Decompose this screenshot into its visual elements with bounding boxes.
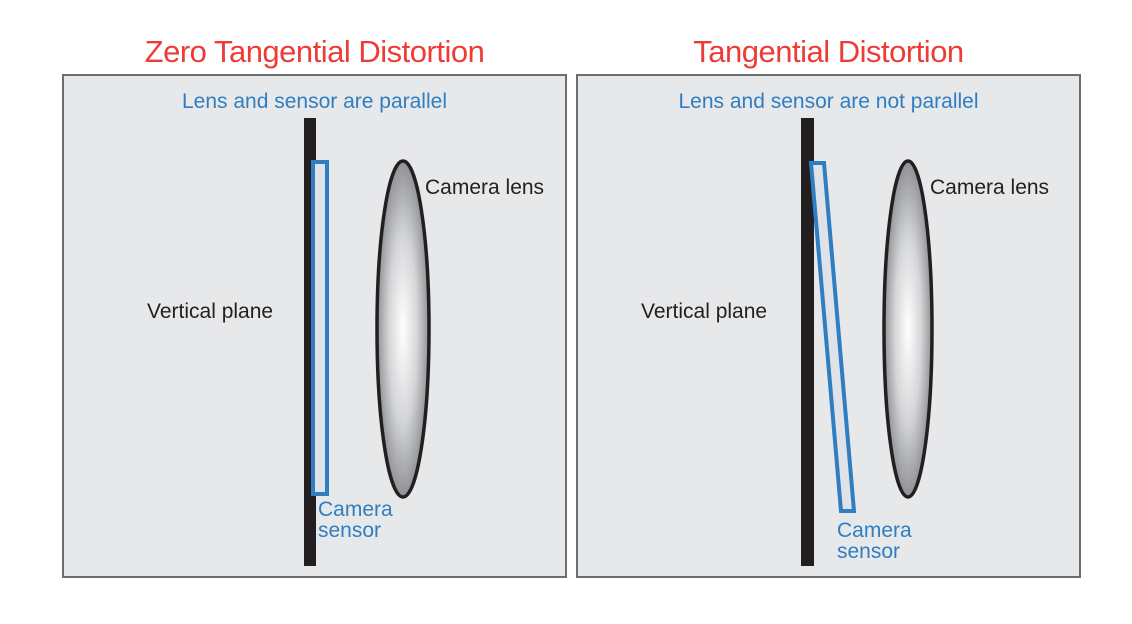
camera-lens bbox=[882, 159, 934, 499]
panel-subtitle: Lens and sensor are parallel bbox=[181, 90, 447, 113]
vertical-plane-label: Vertical plane bbox=[641, 300, 768, 323]
panel-tangential-distortion: Lens and sensor are not parallel Camera … bbox=[576, 74, 1081, 578]
camera-sensor-label: Camera sensor bbox=[837, 520, 912, 562]
zero-distortion-diagram bbox=[304, 118, 431, 566]
vertical-plane bbox=[801, 118, 814, 566]
vertical-plane-label: Vertical plane bbox=[147, 300, 274, 323]
panel-zero-distortion: Lens and sensor are parallel Camera lens… bbox=[62, 74, 567, 578]
camera-sensor-label: Camera sensor bbox=[318, 499, 393, 541]
camera-sensor-label-line1: Camera bbox=[837, 519, 912, 542]
camera-sensor-label-line2: sensor bbox=[318, 519, 382, 542]
camera-lens-label: Camera lens bbox=[930, 176, 1050, 199]
tangential-distortion-diagram bbox=[801, 118, 934, 566]
panel-subtitle: Lens and sensor are not parallel bbox=[678, 90, 979, 113]
panel-title-zero-distortion: Zero Tangential Distortion bbox=[144, 34, 485, 69]
camera-sensor bbox=[311, 160, 329, 496]
camera-lens-label: Camera lens bbox=[425, 176, 545, 199]
panel-title-tangential-distortion: Tangential Distortion bbox=[693, 34, 964, 69]
camera-sensor-label-line1: Camera bbox=[318, 498, 393, 521]
camera-sensor-label-line2: sensor bbox=[837, 540, 901, 563]
camera-sensor bbox=[808, 161, 857, 513]
camera-lens bbox=[375, 159, 431, 499]
